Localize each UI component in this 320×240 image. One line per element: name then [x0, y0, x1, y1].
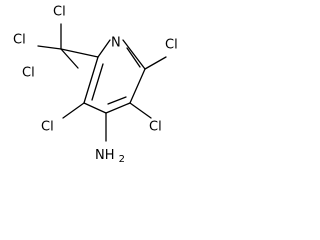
structure-canvas: N Cl Cl Cl NH 2 Cl Cl Cl [0, 0, 197, 172]
molecule-structure: N Cl Cl Cl NH 2 Cl Cl Cl [13, 5, 178, 166]
bond-c3-c2-inner [91, 63, 104, 101]
atom-label-ccl3-cl-right: Cl [22, 66, 35, 81]
bond-ccl3-cl-right [60, 48, 79, 69]
atom-label-cl-c3: Cl [41, 120, 54, 135]
atom-label-ccl3-cl-left: Cl [13, 33, 26, 48]
atom-label-nh2: NH 2 [95, 148, 125, 166]
bond-n1-c6 [122, 39, 146, 70]
bond-c2-n1 [97, 39, 111, 58]
atom-label-n1: N [111, 36, 121, 51]
bond-c5-cl [129, 102, 152, 119]
bond-c5-c4 [105, 102, 131, 114]
bond-c6-cl [144, 56, 167, 70]
atom-label-cl-c5: Cl [149, 120, 162, 135]
bond-ccl3-cl-left [37, 45, 62, 50]
bond-c3-c2 [83, 56, 99, 104]
atom-label-cl-c6: Cl [165, 38, 178, 53]
atom-label-nh: NH [95, 148, 115, 163]
bond-n1-c6-inner [126, 47, 141, 68]
bond-c5-c4-inner [107, 96, 127, 105]
bond-c6-c5 [129, 68, 146, 104]
bond-c4-c3 [83, 102, 107, 114]
bond-c3-cl [62, 102, 85, 119]
atom-label-ccl3-cl-top: Cl [53, 5, 66, 20]
bond-c2-ccl3 [60, 48, 99, 58]
atom-label-nh2-subscript: 2 [119, 154, 125, 165]
